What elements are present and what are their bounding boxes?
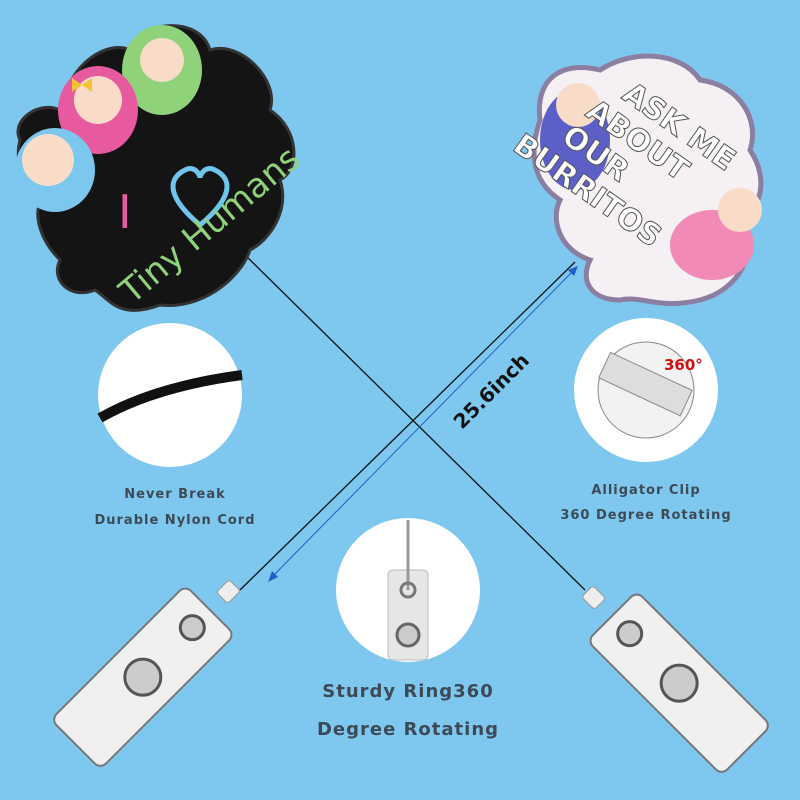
- clip-caption-line2: 360 Degree Rotating: [560, 508, 732, 523]
- right-badge-clip: [582, 586, 769, 773]
- length-label: 25.6inch: [449, 348, 534, 433]
- tiny-humans-badge: I Tiny Humans: [15, 24, 308, 313]
- right-cord: [239, 261, 576, 591]
- ring-caption-line1: Sturdy Ring360: [322, 681, 494, 702]
- burritos-badge: ASK ME ABOUT OUR BURRITOS: [506, 53, 764, 306]
- cord-detail: [97, 323, 243, 467]
- clip-detail: 360°: [574, 318, 718, 462]
- left-badge-clip: [53, 580, 240, 767]
- clip-caption-line1: Alligator Clip: [591, 483, 701, 498]
- ring-caption-line2: Degree Rotating: [316, 719, 500, 740]
- left-cord: [239, 249, 586, 591]
- heart-icon: [170, 166, 230, 229]
- cord-caption-line2: Durable Nylon Cord: [94, 513, 256, 528]
- cord-caption-line1: Never Break: [124, 487, 226, 502]
- length-arrow: [268, 266, 578, 582]
- badge-left-i: I: [118, 185, 132, 239]
- rotation-label: 360°: [664, 356, 703, 374]
- ring-detail: [336, 518, 480, 662]
